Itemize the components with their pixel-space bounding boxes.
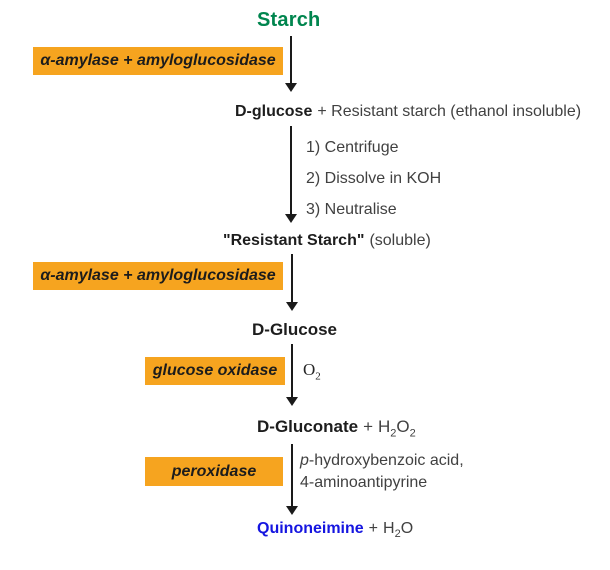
product-dglucose-resistant-starch: D-glucose+ Resistant starch (ethanol ins… xyxy=(235,103,581,121)
enzyme-box-amylase-2: α-amylase + amyloglucosidase xyxy=(33,262,283,290)
enzyme-label: α-amylase + amyloglucosidase xyxy=(40,267,276,284)
arrowhead-icon xyxy=(286,397,298,406)
reagent-text: -hydroxybenzoic acid, xyxy=(308,452,464,469)
reagent-hydroxybenzoic-acid: p-hydroxybenzoic acid, xyxy=(300,452,464,470)
italic-p: p xyxy=(300,452,309,469)
enzyme-box-peroxidase: peroxidase xyxy=(145,457,283,486)
arrow-process-steps xyxy=(285,126,297,223)
product-bold-text: D-glucose xyxy=(235,103,313,120)
process-step-2: 2) Dissolve in KOH xyxy=(306,170,442,187)
product-bold-text: D-Gluconate xyxy=(257,417,359,436)
arrow-dglucose-to-dgluconate xyxy=(286,344,298,406)
formula-subscript: 2 xyxy=(394,528,401,541)
product-bold-text: D-Glucose xyxy=(252,320,338,339)
product-resistant-starch-soluble: "Resistant Starch"(soluble) xyxy=(223,232,431,250)
product-dglucose: D-Glucose xyxy=(252,320,337,340)
product-quinoneimine-h2o: Quinoneimine+H2O xyxy=(257,520,414,541)
enzyme-box-amylase-1: α-amylase + amyloglucosidase xyxy=(33,47,283,75)
product-rest-text: + Resistant starch (ethanol insoluble) xyxy=(317,103,582,120)
arrowhead-icon xyxy=(285,214,297,223)
product-bold-text: "Resistant Starch" xyxy=(223,232,365,249)
arrowhead-icon xyxy=(285,83,297,92)
plus-sign: + xyxy=(363,417,373,436)
formula-subscript: 2 xyxy=(409,427,416,440)
reagent-aminoantipyrine: 4-aminoantipyrine xyxy=(300,474,428,491)
formula-symbol: H xyxy=(383,520,395,537)
formula-symbol: O xyxy=(303,360,316,379)
plus-sign: + xyxy=(368,520,379,537)
reagent-o2: O2 xyxy=(303,360,321,383)
formula-symbol: H xyxy=(378,417,391,436)
formula-symbol: O xyxy=(400,520,414,537)
process-step-3: 3) Neutralise xyxy=(306,201,397,218)
arrow-dgluconate-to-quinoneimine xyxy=(286,444,298,515)
product-rest-text: (soluble) xyxy=(369,232,431,249)
formula-subscript: 2 xyxy=(390,427,397,440)
product-dgluconate-h2o2: D-Gluconate+H2O2 xyxy=(257,417,416,440)
enzyme-label: α-amylase + amyloglucosidase xyxy=(40,52,276,69)
start-node-starch: Starch xyxy=(257,9,321,31)
enzyme-label: glucose oxidase xyxy=(152,362,278,379)
arrow-starch-to-dglucose xyxy=(285,36,297,92)
formula-subscript: 2 xyxy=(315,370,321,383)
formula-symbol: O xyxy=(396,417,410,436)
arrow-resistant-starch-to-dglucose xyxy=(286,254,298,311)
enzyme-label: peroxidase xyxy=(171,462,257,480)
enzyme-box-glucose-oxidase: glucose oxidase xyxy=(145,357,285,385)
arrowhead-icon xyxy=(286,506,298,515)
arrowhead-icon xyxy=(286,302,298,311)
process-step-1: 1) Centrifuge xyxy=(306,139,399,156)
quinoneimine-label: Quinoneimine xyxy=(257,520,364,537)
